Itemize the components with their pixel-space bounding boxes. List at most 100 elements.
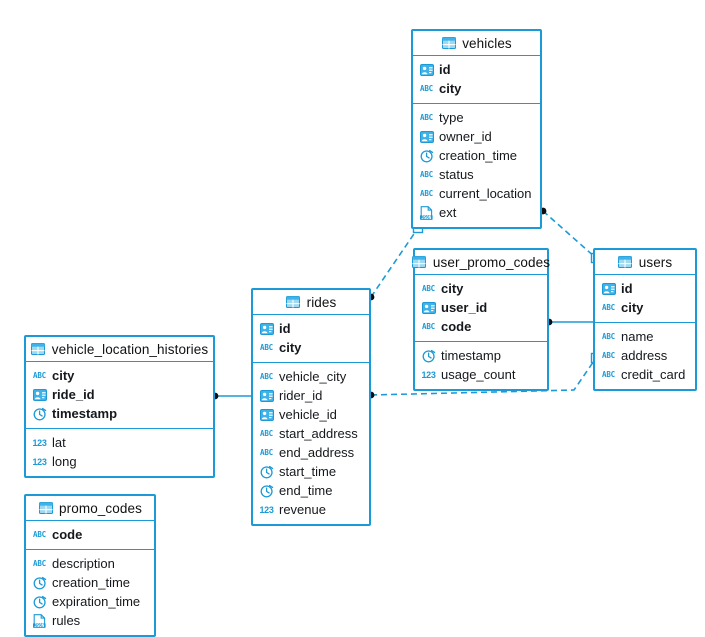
primary-key-icon: [419, 63, 434, 77]
table-header[interactable]: user_promo_codes: [412, 250, 551, 275]
column-name: city: [439, 81, 462, 96]
abc-text-icon: ABC: [602, 332, 615, 341]
primary-key-icon: [32, 388, 47, 402]
column-row[interactable]: vehicle_id: [253, 405, 369, 424]
column-name: id: [439, 62, 451, 77]
table-title: user_promo_codes: [432, 254, 551, 270]
abc-text-icon: ABC: [420, 170, 433, 179]
abc-text-icon: ABC: [602, 351, 615, 360]
column-row[interactable]: ride_id: [26, 385, 213, 404]
column-row[interactable]: start_time: [253, 462, 369, 481]
table-header[interactable]: vehicles: [413, 31, 540, 56]
table-header[interactable]: rides: [253, 290, 369, 315]
primary-key-icon: [259, 322, 274, 336]
column-name: end_address: [279, 445, 355, 460]
column-name: start_time: [279, 464, 337, 479]
column-row[interactable]: timestamp: [26, 404, 213, 423]
column-name: timestamp: [52, 406, 118, 421]
table-title: rides: [306, 294, 337, 310]
column-row[interactable]: id: [595, 279, 695, 298]
column-row[interactable]: id: [253, 319, 369, 338]
column-name: description: [52, 556, 115, 571]
column-name: code: [441, 319, 472, 334]
primary-key-icon: [259, 408, 274, 422]
table-header[interactable]: vehicle_location_histories: [26, 337, 213, 362]
column-row[interactable]: id: [413, 60, 540, 79]
abc-text-icon: ABC: [260, 448, 273, 457]
column-row[interactable]: user_id: [415, 298, 547, 317]
column-name: id: [279, 321, 291, 336]
column-name: lat: [52, 435, 66, 450]
clock-icon: [259, 484, 274, 498]
table-grid-icon: [38, 501, 53, 515]
column-name: ride_id: [52, 387, 95, 402]
table-header[interactable]: users: [595, 250, 695, 275]
column-row[interactable]: end_time: [253, 481, 369, 500]
column-name: rider_id: [279, 388, 323, 403]
table-header[interactable]: promo_codes: [26, 496, 154, 521]
column-row[interactable]: ABC address: [595, 346, 695, 365]
column-row[interactable]: ABC name: [595, 327, 695, 346]
column-row[interactable]: rider_id: [253, 386, 369, 405]
column-name: name: [621, 329, 654, 344]
column-row[interactable]: creation_time: [413, 146, 540, 165]
table-grid-icon: [412, 255, 427, 269]
clock-icon: [32, 576, 47, 590]
column-name: address: [621, 348, 668, 363]
table-title: vehicle_location_histories: [51, 341, 209, 357]
json-doc-icon: JSON: [32, 613, 47, 628]
column-name: city: [621, 300, 644, 315]
column-name: owner_id: [439, 129, 492, 144]
abc-text-icon: ABC: [33, 530, 46, 539]
column-name: revenue: [279, 502, 326, 517]
column-name: credit_card: [621, 367, 686, 382]
table-title: users: [638, 254, 673, 270]
column-name: creation_time: [52, 575, 131, 590]
column-row[interactable]: expiration_time: [26, 592, 154, 611]
column-row[interactable]: creation_time: [26, 573, 154, 592]
column-row[interactable]: owner_id: [413, 127, 540, 146]
clock-icon: [421, 349, 436, 363]
primary-key-icon: [259, 389, 274, 403]
abc-text-icon: ABC: [33, 371, 46, 380]
column-row[interactable]: timestamp: [415, 346, 547, 365]
column-name: end_time: [279, 483, 333, 498]
column-row[interactable]: ABC end_address: [253, 443, 369, 462]
json-doc-icon: JSON: [419, 205, 434, 220]
clock-icon: [32, 595, 47, 609]
number-icon: 123: [32, 456, 47, 467]
